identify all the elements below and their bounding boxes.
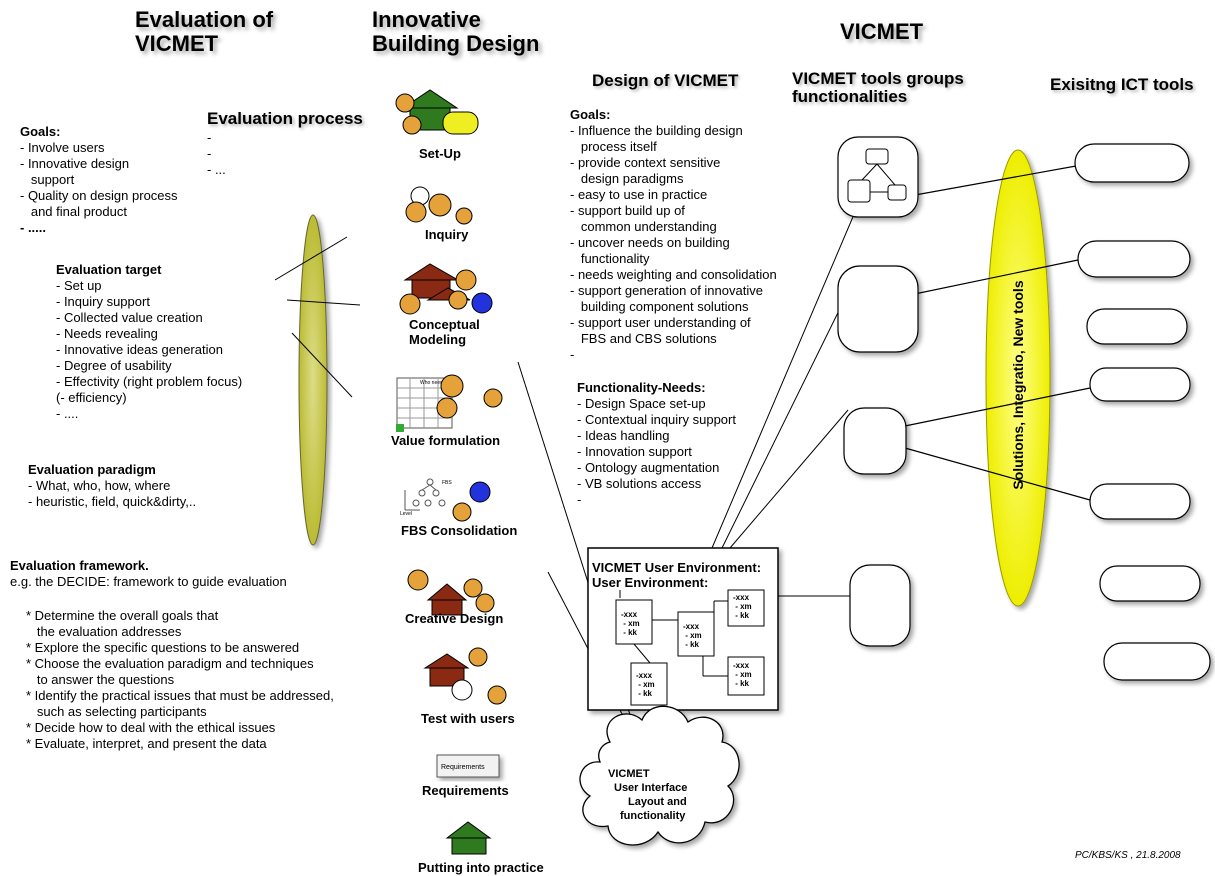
functionality-needs-title: Functionality-Needs: <box>577 380 706 395</box>
ict-tool-4 <box>1089 367 1191 402</box>
user-env-box-1: -xxx - xm - kk <box>621 610 640 637</box>
connector-line <box>274 236 348 281</box>
evaluation-process-title: Evaluation process <box>207 109 363 128</box>
stage-requirements: Requirements <box>422 783 509 798</box>
evaluation-ellipse <box>298 214 328 546</box>
ict-tool-3 <box>1086 308 1188 345</box>
user-env-box-2: -xxx - xm - kk <box>683 622 702 649</box>
stage-fbs: FBS Consolidation <box>401 523 518 538</box>
requirements-doc-icon: Requirements <box>436 754 500 778</box>
connector-line <box>711 204 859 549</box>
stage-value: Value formulation <box>391 433 501 448</box>
fbs-tree-icon: FBS Level <box>400 478 491 522</box>
tool-group-3 <box>843 407 907 475</box>
header-design-of-vicmet: Design of VICMET <box>592 71 739 90</box>
ict-tool-2 <box>1077 240 1191 278</box>
goals-left-title: Goals: <box>20 124 61 139</box>
cloud-shape <box>579 705 740 846</box>
evaluation-paradigm-items: - What, who, how, where - heuristic, fie… <box>28 478 197 509</box>
connector-line <box>721 271 859 549</box>
svg-text:FBS: FBS <box>442 480 452 486</box>
ict-tool-1 <box>1074 143 1190 183</box>
user-env-box-5: -xxx - xm - kk <box>733 661 752 688</box>
svg-text:Requirements: Requirements <box>441 764 485 771</box>
test-icon <box>423 647 507 705</box>
goals-right-title: Goals: <box>570 107 611 122</box>
user-env-subtitle: User Environment: <box>592 575 709 590</box>
ict-tool-5 <box>1089 483 1191 520</box>
connector-line <box>904 387 1091 427</box>
header-vicmet: VICMET <box>840 19 924 44</box>
evaluation-paradigm-title: Evaluation paradigm <box>28 462 156 477</box>
goals-left-items: - Involve users - Innovative design supp… <box>20 140 178 219</box>
conceptual-icon <box>399 263 493 315</box>
stage-conceptual: Conceptual Modeling <box>409 317 480 347</box>
goals-right-items: - Influence the building design process … <box>570 123 777 362</box>
header-existing-ict: Exisitng ICT tools <box>1050 75 1194 94</box>
ict-tool-6 <box>1099 565 1201 602</box>
footer-credit: PC/KBS/KS , 21.8.2008 <box>1075 850 1181 861</box>
user-env-box-3: -xxx - xm - kk <box>733 593 752 620</box>
evaluation-framework-subtitle: e.g. the DECIDE: framework to guide eval… <box>10 574 287 589</box>
connector-line <box>903 165 1077 198</box>
stage-creative: Creative Design <box>405 611 504 626</box>
connector-line <box>291 332 353 398</box>
inquiry-icon <box>405 186 473 225</box>
connector-line <box>286 299 361 306</box>
value-grid-icon: Who needs <box>396 374 503 432</box>
cloud-line-3: Layout and <box>628 796 687 808</box>
connector-line <box>904 447 1091 501</box>
stage-putting: Putting into practice <box>418 860 544 875</box>
putting-house-icon <box>445 821 492 855</box>
evaluation-target-title: Evaluation target <box>56 262 162 277</box>
user-env-title: VICMET User Environment: <box>592 560 762 575</box>
cloud-text: VICMET User Interface Layout and functio… <box>590 767 730 823</box>
connector-line <box>729 409 849 549</box>
cloud-line-2: User Interface <box>614 782 688 794</box>
connector-line <box>904 259 1079 297</box>
ict-tool-7 <box>1103 642 1211 681</box>
setup-icon <box>395 89 479 135</box>
svg-text:Level: Level <box>400 511 412 517</box>
cloud-line-1: VICMET <box>608 768 650 780</box>
evaluation-target-items: - Set up - Inquiry support - Collected v… <box>56 278 243 421</box>
tool-group-2 <box>837 265 919 353</box>
header-innovative: Innovative Building Design <box>372 7 540 56</box>
header-evaluation: Evaluation of VICMET <box>135 7 274 56</box>
creative-icon <box>407 569 495 616</box>
svg-text:Who needs: Who needs <box>420 380 446 386</box>
stage-test: Test with users <box>421 711 515 726</box>
stage-inquiry: Inquiry <box>425 227 469 242</box>
solutions-ellipse-label: Solutions, Integratio, New tools <box>1010 280 1026 490</box>
solutions-ellipse <box>985 149 1051 607</box>
functionality-needs-items: - Design Space set-up - Contextual inqui… <box>577 396 736 507</box>
goals-left-more: - ..... <box>20 220 46 235</box>
evaluation-process-items: - - - ... <box>207 130 226 177</box>
user-env-box-4: -xxx - xm - kk <box>636 671 655 698</box>
evaluation-framework-title: Evaluation framework. <box>10 558 149 573</box>
cloud-line-4: functionality <box>620 810 686 822</box>
tool-group-4 <box>849 564 911 647</box>
evaluation-framework-items: * Determine the overall goals that the e… <box>26 608 334 751</box>
header-tools-groups: VICMET tools groups functionalities <box>792 69 964 106</box>
stage-setup: Set-Up <box>419 146 461 161</box>
